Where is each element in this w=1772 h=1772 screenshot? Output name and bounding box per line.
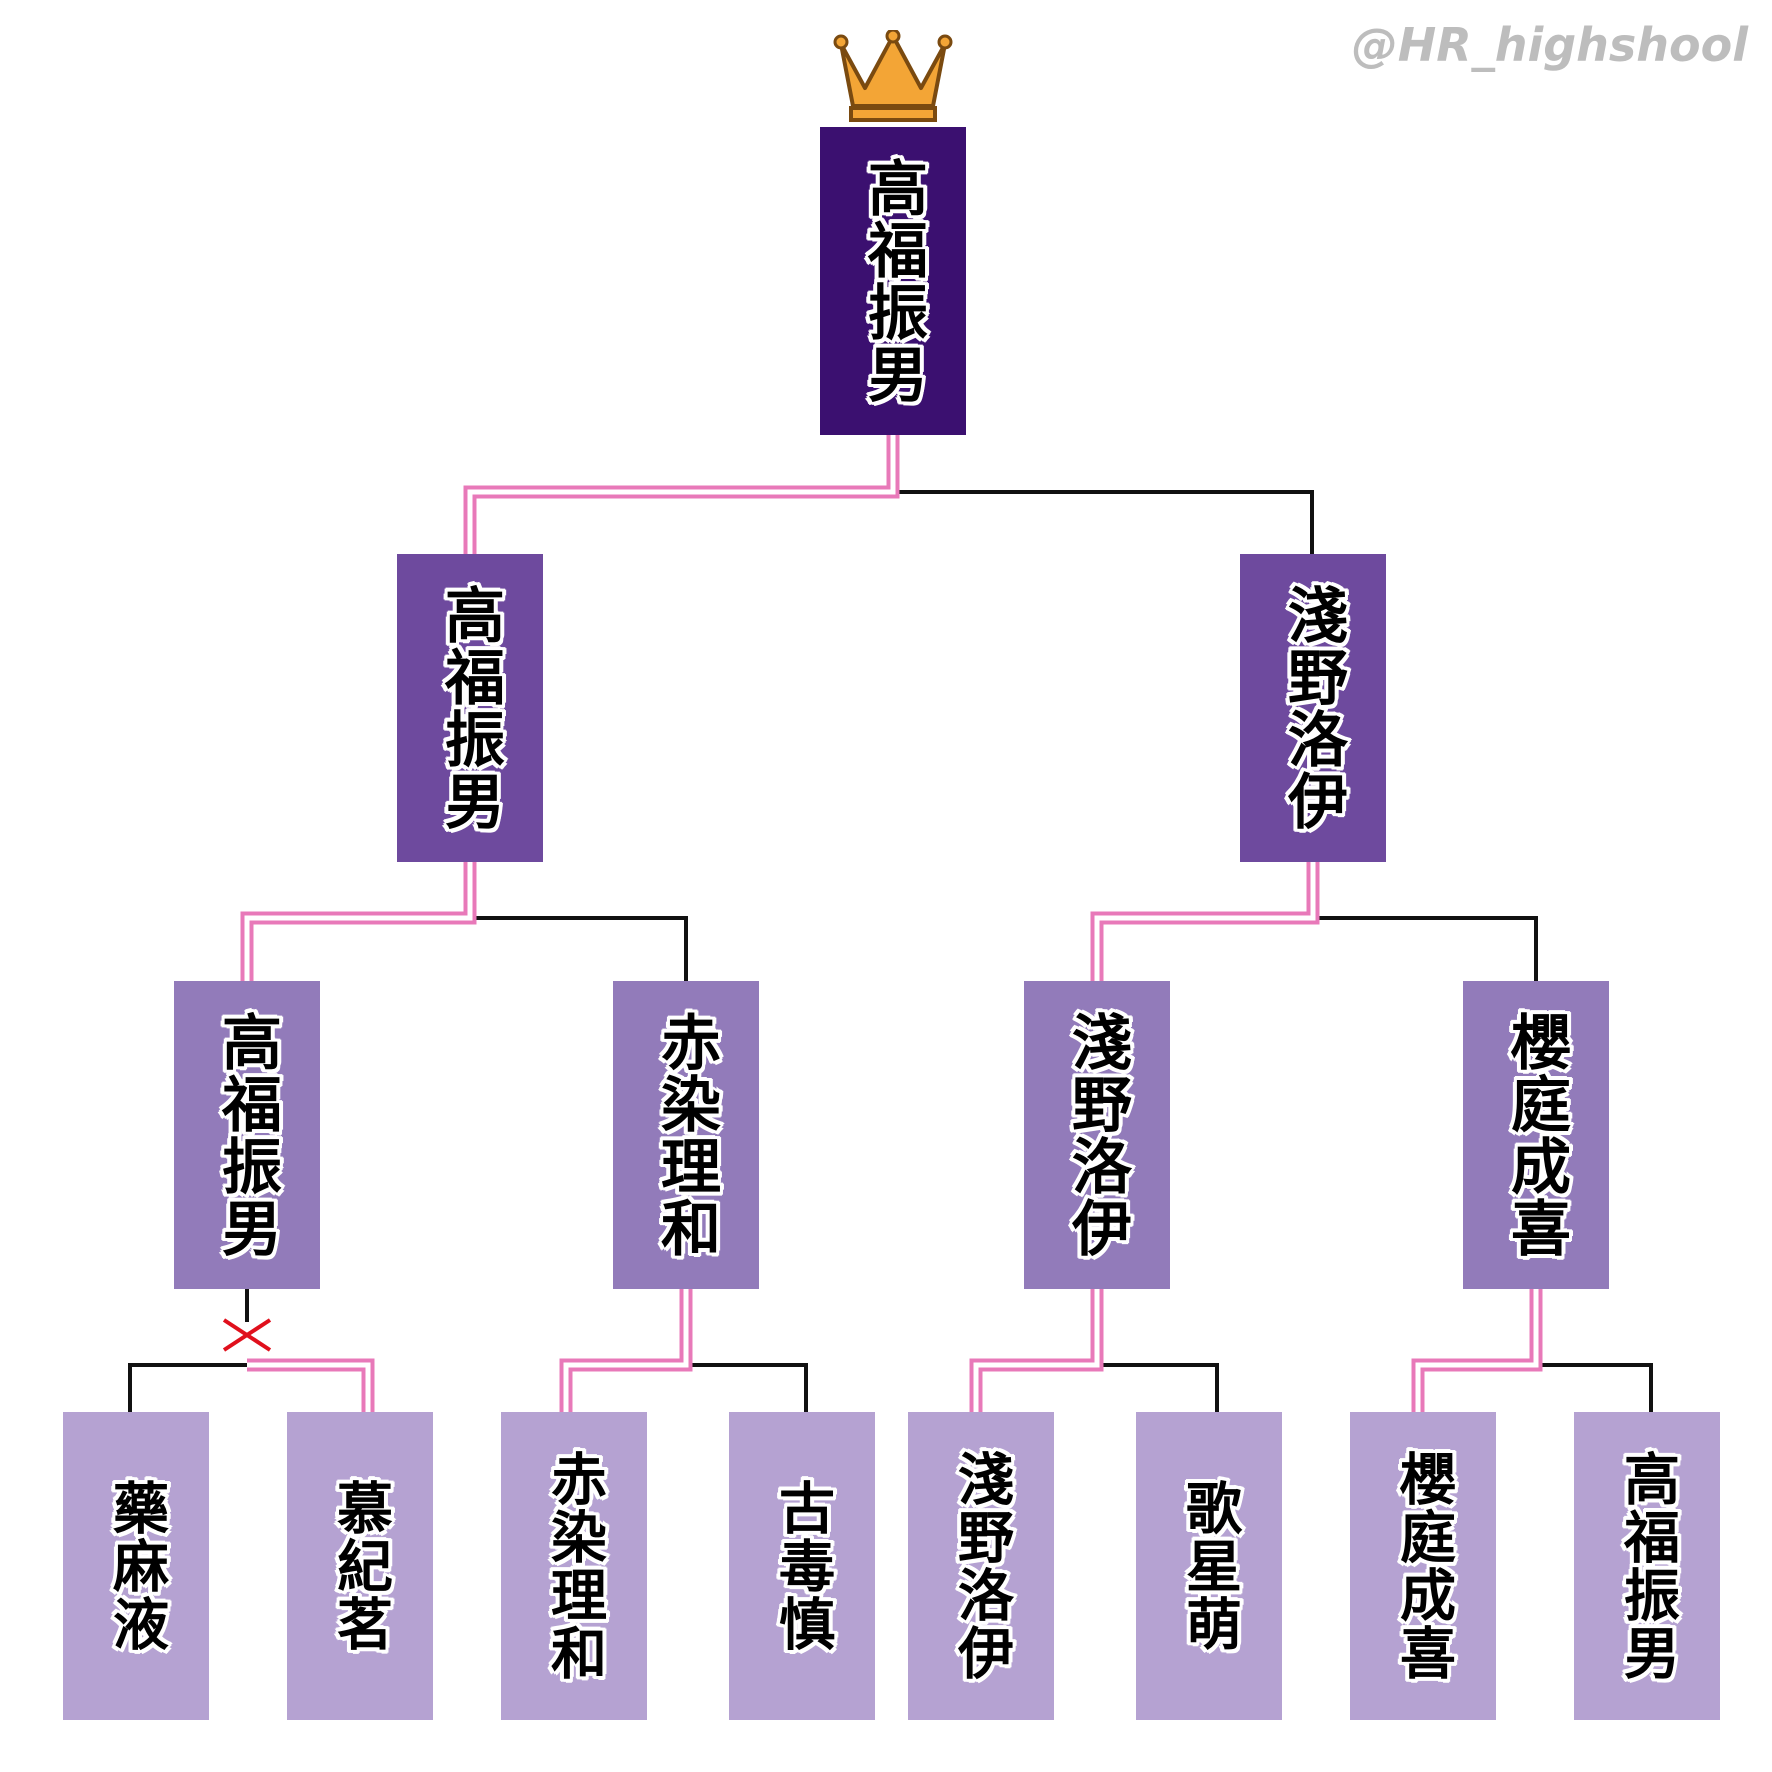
- semifinal-name-1: 高福振男: [434, 584, 505, 832]
- first-round-box-5: 淺野洛伊: [908, 1412, 1054, 1720]
- first-round-name-7: 櫻庭成喜: [1390, 1450, 1456, 1682]
- first-round-name-4: 古毒慎: [769, 1479, 835, 1653]
- first-round-box-2: 慕紀茗: [287, 1412, 433, 1720]
- first-round-box-7: 櫻庭成喜: [1350, 1412, 1496, 1720]
- quarterfinal-name-4: 櫻庭成喜: [1500, 1011, 1571, 1259]
- first-round-name-1: 藥麻液: [103, 1479, 169, 1653]
- quarterfinal-name-3: 淺野洛伊: [1061, 1011, 1132, 1259]
- line-final-to-semi2: [893, 490, 1314, 554]
- line-qf2-to-r1-4: [686, 1363, 808, 1412]
- line-qf3-to-r1-5-win: [969, 1289, 1104, 1412]
- line-semi2-to-qf4: [1313, 916, 1538, 981]
- watermark: @HR_highshool: [1351, 18, 1748, 72]
- crown-icon: [833, 30, 953, 122]
- first-round-name-5: 淺野洛伊: [948, 1450, 1014, 1682]
- semifinal-box-1: 高福振男: [397, 554, 543, 862]
- first-round-name-3: 赤染理和: [541, 1450, 607, 1682]
- quarterfinal-box-4: 櫻庭成喜: [1463, 981, 1609, 1289]
- line-qf3-to-r1-6: [1097, 1363, 1219, 1412]
- first-round-box-3: 赤染理和: [501, 1412, 647, 1720]
- line-semi1-to-qf2: [470, 916, 688, 981]
- line-final-to-semi1-win: [463, 435, 900, 554]
- first-round-box-8: 高福振男: [1574, 1412, 1720, 1720]
- red-x-icon: [222, 1318, 272, 1352]
- line-qf4-to-r1-8: [1536, 1363, 1653, 1412]
- first-round-box-1: 藥麻液: [63, 1412, 209, 1720]
- final-box: 高福振男: [820, 127, 966, 435]
- line-semi2-to-qf3-win: [1090, 862, 1320, 981]
- line-qf1-to-r1-1: [128, 1363, 247, 1412]
- quarterfinal-box-1: 高福振男: [174, 981, 320, 1289]
- line-semi1-to-qf1-win: [240, 862, 477, 981]
- line-qf1-to-r1-2-win: [247, 1358, 375, 1412]
- final-name: 高福振男: [857, 157, 928, 405]
- first-round-name-6: 歌星萌: [1176, 1479, 1242, 1653]
- quarterfinal-box-3: 淺野洛伊: [1024, 981, 1170, 1289]
- quarterfinal-box-2: 赤染理和: [613, 981, 759, 1289]
- first-round-box-6: 歌星萌: [1136, 1412, 1282, 1720]
- line-qf2-to-r1-3-win: [559, 1289, 693, 1412]
- first-round-name-8: 高福振男: [1614, 1450, 1680, 1682]
- first-round-box-4: 古毒慎: [729, 1412, 875, 1720]
- first-round-name-2: 慕紀茗: [327, 1479, 393, 1653]
- line-qf4-to-r1-7-win: [1411, 1289, 1543, 1412]
- quarterfinal-name-2: 赤染理和: [650, 1011, 721, 1259]
- semifinal-box-2: 淺野洛伊: [1240, 554, 1386, 862]
- semifinal-name-2: 淺野洛伊: [1277, 584, 1348, 832]
- quarterfinal-name-1: 高福振男: [211, 1011, 282, 1259]
